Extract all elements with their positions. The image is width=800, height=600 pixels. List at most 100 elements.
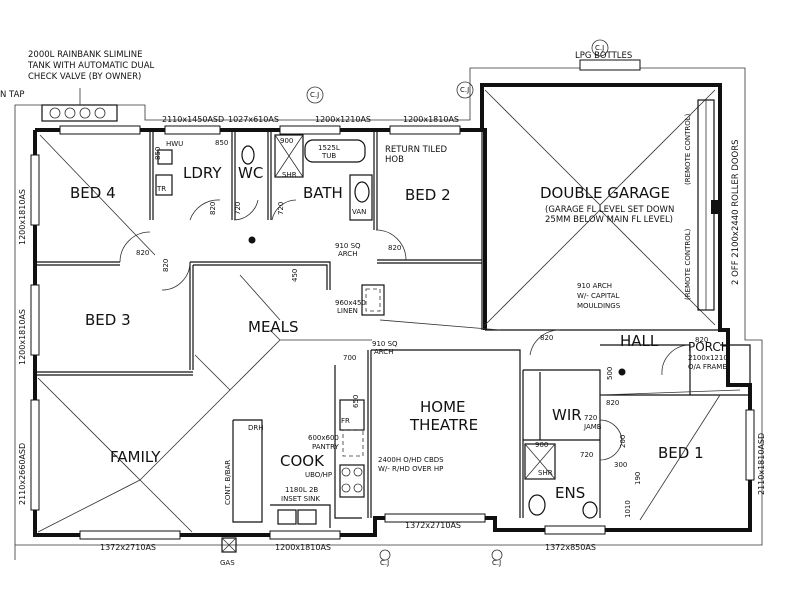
ens-toilet [582,501,598,519]
remote-control-note: (REMOTE CONTROL) [684,113,692,185]
arch-hall-1: 910 SQ [372,340,398,348]
door-swing [161,261,191,291]
cj-label: C.J [595,44,604,52]
drh-label: DRH [248,424,264,432]
tank-circle [64,107,76,119]
dim-900b: 900 [535,441,548,449]
wall-porch [720,344,751,385]
dim-door: 820 [162,259,170,272]
meals-diag [239,274,281,321]
breakfast-bar [232,419,263,523]
remote-control-note-2: (REMOTE CONTROL) [684,228,692,300]
bbar-note: CONT. B/BAR [224,460,232,505]
room-bed2: BED 2 [405,186,451,204]
room-wc: WC [238,164,263,182]
arch910-2: ARCH [338,250,357,258]
cooktop [339,464,365,498]
shower-diag2 [274,134,304,178]
tank-circle [94,107,106,119]
sink-bowl-1 [277,509,297,525]
bed1-diag2 [639,394,721,521]
door-swing [375,229,407,261]
cbds-2: W/- R/HD OVER HP [378,465,443,473]
cj-marker [491,549,503,561]
pantry-1: 600x600 [308,434,339,442]
tank-circle [79,107,91,119]
room-ens: ENS [555,484,585,502]
hotplate [353,467,363,477]
return-hob-1: RETURN TILED [385,145,447,155]
room-bath: BATH [303,184,343,202]
room-home-theatre-2: THEATRE [409,416,478,434]
dim-500: 500 [606,367,614,380]
return-hob-2: HOB [385,155,404,165]
windows [30,125,755,540]
bed4-diag [39,134,156,256]
wall-theatre-top [371,349,521,370]
family-hip-lower [139,479,193,533]
dim-700: 700 [343,354,356,362]
dim-650: 650 [352,395,360,408]
door-swing [529,329,561,356]
fr-label: FR [341,417,350,425]
meals-hip [194,354,231,391]
hotplate [341,483,351,493]
sink-1: 1180L 2B [285,486,318,494]
sink-bowl-2 [297,509,317,525]
gas-meter [221,537,237,553]
dim-850b: 850 [215,139,228,147]
kitchen-bench-right [334,365,362,519]
garage-note-2: 25MM BELOW MAIN FL LEVEL) [545,215,673,225]
lpg-bottles [579,59,641,71]
room-ldry: LDRY [183,164,222,182]
room-bed1: BED 1 [658,444,704,462]
wall-hall-lower [190,261,331,290]
pantry-shelves [342,429,364,457]
porch-frame-2: O/A FRAME [688,363,727,371]
dim-450: 450 [291,269,299,282]
shr-bath: SHR [282,171,297,179]
tub-laundry [157,149,173,165]
hotplate [353,483,363,493]
arch-cap-3: MOULDINGS [577,302,621,310]
pantry-2: PANTRY [312,443,339,451]
wc-toilet [241,145,255,165]
meals-ridge [269,329,281,341]
ens-shower-diag2 [524,443,556,480]
tank-note-1: 2000L RAINBANK SLIMLINE [28,50,143,60]
dim-w-left1: 1200x1810AS [18,189,27,245]
hall-diag [379,319,501,331]
gas-label: GAS [220,559,235,567]
arch-cap-2: W/- CAPITAL [577,292,620,300]
cj-marker [591,39,609,57]
tr-label: TR [156,185,166,193]
room-hall: HALL [620,332,659,350]
laundry-trough [155,174,173,196]
dim-door: 820 [136,249,149,257]
room-cook: COOK [280,452,325,470]
bath-tub [304,139,366,163]
rainwater-tank [41,104,118,122]
dim-200: 200 [619,435,627,448]
dim-850: 850 [154,147,162,160]
cj-marker [306,86,324,104]
van-label: VAN [352,208,366,216]
door-swing [233,199,259,221]
tank-note-3: CHECK VALVE (BY OWNER) [28,72,141,82]
cj-label: C.J [310,91,319,99]
door-swing [119,231,151,263]
cj-label: C.J [380,559,389,567]
ens-shower [524,443,556,480]
linen-shelves [365,288,381,312]
lpg-note: LPG BOTTLES [575,51,632,61]
sink-bench [270,504,331,528]
dim-door: 820 [540,334,553,342]
tank-note-2: TANK WITH AUTOMATIC DUAL [27,61,155,71]
arch-cap-1: 910 ARCH [577,282,612,290]
dim-w-ldry: 1027x610AS [228,115,279,124]
dim-w-left2: 1200x1810AS [18,309,27,365]
roller-doors-note: 2 OFF 2100x2440 ROLLER DOORS [731,139,741,285]
dim-door: 820 [388,244,401,252]
room-home-theatre-1: HOME [420,398,466,416]
ubo-hp: UBO/HP [305,471,332,479]
